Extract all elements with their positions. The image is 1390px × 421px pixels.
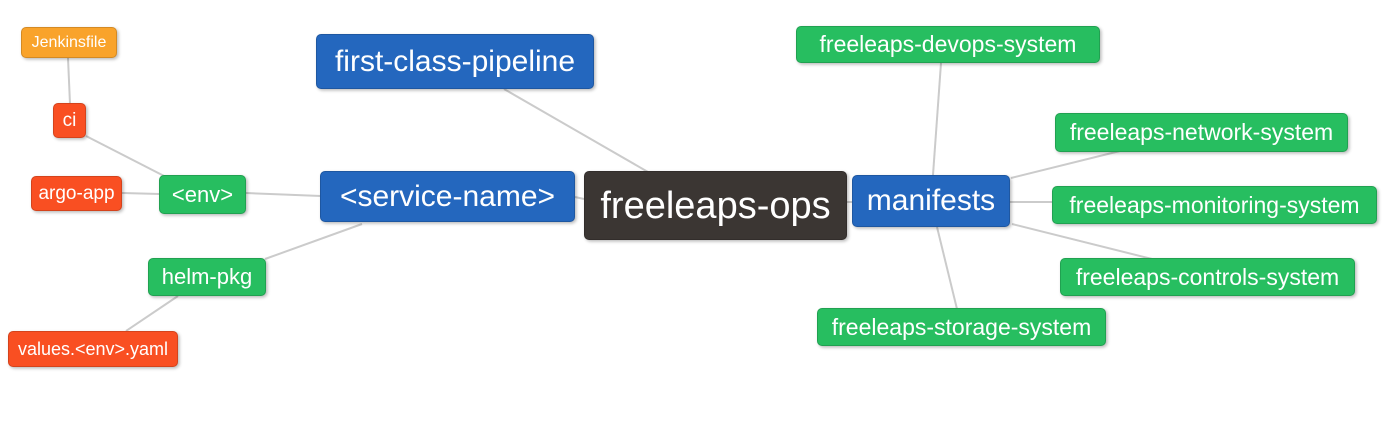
node-freeleaps-network-system[interactable]: freeleaps-network-system: [1055, 113, 1348, 152]
node-freeleaps-monitoring-system[interactable]: freeleaps-monitoring-system: [1052, 186, 1377, 224]
node-values-env-yaml[interactable]: values.<env>.yaml: [8, 331, 178, 367]
node-service-name[interactable]: <service-name>: [320, 171, 575, 222]
edge-manifests-to-freeleaps-network-system: [1010, 148, 1129, 179]
node-manifests[interactable]: manifests: [852, 175, 1010, 227]
edge-service-name-to-freeleaps-ops: [574, 196, 585, 200]
edge-ci-to-env: [85, 135, 169, 179]
edge-manifests-to-freeleaps-controls-system: [1011, 223, 1153, 260]
edge-manifests-to-freeleaps-devops-system: [932, 62, 942, 176]
node-freeleaps-storage-system[interactable]: freeleaps-storage-system: [817, 308, 1106, 346]
node-env[interactable]: <env>: [159, 175, 246, 214]
edge-jenkinsfile-to-ci: [67, 57, 71, 105]
edge-values-env-yaml-to-helm-pkg: [125, 295, 179, 332]
node-jenkinsfile[interactable]: Jenkinsfile: [21, 27, 117, 58]
node-helm-pkg[interactable]: helm-pkg: [148, 258, 266, 296]
node-freeleaps-controls-system[interactable]: freeleaps-controls-system: [1060, 258, 1355, 296]
edge-first-class-pipeline-to-freeleaps-ops: [503, 88, 649, 173]
edge-manifests-to-freeleaps-storage-system: [936, 226, 958, 310]
node-argo-app[interactable]: argo-app: [31, 176, 122, 211]
edge-helm-pkg-to-service-name: [264, 223, 363, 260]
node-first-class-pipeline[interactable]: first-class-pipeline: [316, 34, 594, 89]
node-freeleaps-devops-system[interactable]: freeleaps-devops-system: [796, 26, 1100, 63]
node-freeleaps-ops[interactable]: freeleaps-ops: [584, 171, 847, 240]
node-ci[interactable]: ci: [53, 103, 86, 138]
edge-argo-app-to-env: [121, 192, 161, 195]
edge-env-to-service-name: [245, 192, 322, 197]
